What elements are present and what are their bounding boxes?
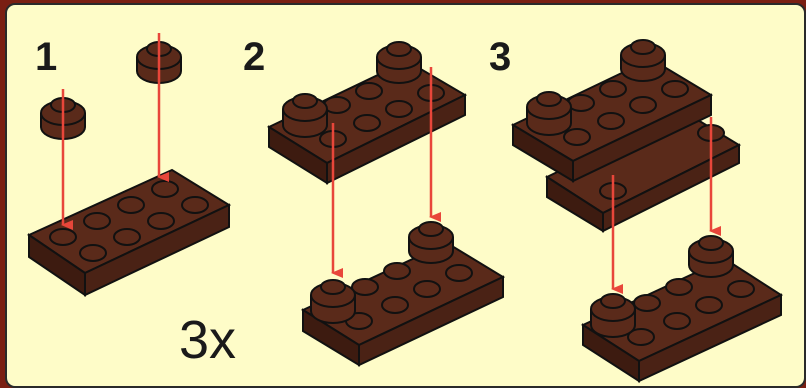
plate-stack-step3-top-icon (513, 40, 739, 231)
assembly-illustration (7, 5, 804, 386)
instruction-panel: 1 2 3 3x (5, 3, 806, 388)
plate-2x4-step1-icon (29, 170, 229, 295)
plate-2x4-step2-top-icon (269, 42, 465, 183)
